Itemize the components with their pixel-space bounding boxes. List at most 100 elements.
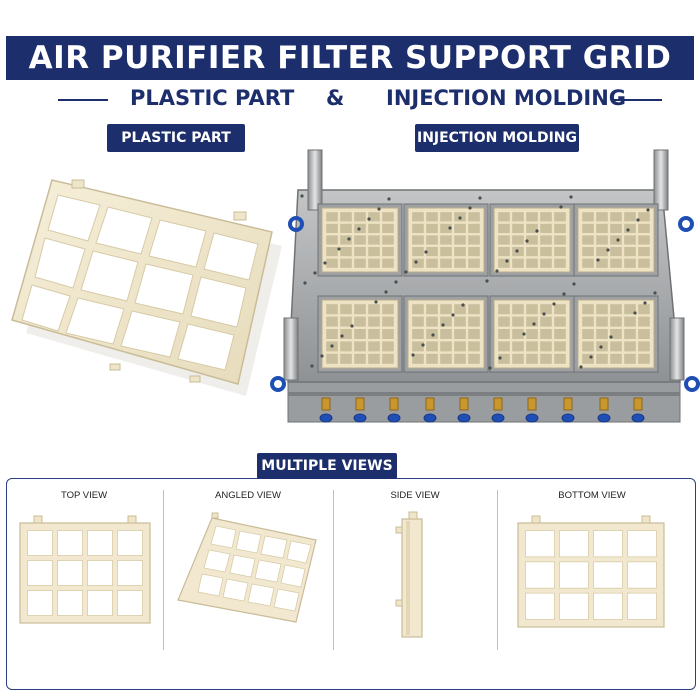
water-fitting bbox=[353, 397, 367, 423]
bolt-hole bbox=[485, 279, 489, 283]
bottom-view-grid bbox=[517, 515, 665, 628]
bolt-hole bbox=[589, 355, 593, 359]
water-fitting bbox=[491, 397, 505, 423]
bolt-hole bbox=[599, 345, 603, 349]
water-fitting bbox=[387, 397, 401, 423]
bolt-hole bbox=[532, 322, 536, 326]
bolt-hole bbox=[468, 206, 472, 210]
bolt-hole bbox=[606, 248, 610, 252]
injection-molding-label-text: INJECTION MOLDING bbox=[416, 130, 577, 146]
mold-cavity bbox=[489, 203, 575, 277]
bolt-hole bbox=[448, 226, 452, 230]
bolt-hole bbox=[643, 301, 647, 305]
bolt-hole bbox=[394, 280, 398, 284]
bolt-hole bbox=[562, 292, 566, 296]
bolt-hole bbox=[323, 261, 327, 265]
water-fitting bbox=[423, 397, 437, 423]
bolt-hole bbox=[616, 238, 620, 242]
view-label-top: TOP VIEW bbox=[60, 490, 108, 501]
bolt-hole bbox=[522, 332, 526, 336]
view-label-bottom: BOTTOM VIEW bbox=[558, 490, 626, 501]
water-fitting bbox=[525, 397, 539, 423]
bolt-hole bbox=[424, 250, 428, 254]
view-label-angled: ANGLED VIEW bbox=[215, 490, 281, 501]
bolt-hole bbox=[357, 227, 361, 231]
multiple-views-label-text: MULTIPLE VIEWS bbox=[261, 458, 393, 474]
subtitle-rule-left bbox=[58, 99, 108, 101]
bolt-hole bbox=[646, 208, 650, 212]
subtitle-rule-right bbox=[612, 99, 662, 101]
bolt-hole bbox=[653, 291, 657, 295]
bolt-hole bbox=[411, 353, 415, 357]
bolt-hole bbox=[488, 366, 492, 370]
bolt-hole bbox=[525, 239, 529, 243]
bolt-hole bbox=[495, 269, 499, 273]
plastic-part-label: PLASTIC PART bbox=[107, 124, 245, 152]
mold-cavity bbox=[317, 203, 403, 277]
subtitle-injection-molding: INJECTION MOLDING bbox=[386, 86, 627, 110]
bolt-hole bbox=[636, 218, 640, 222]
water-fitting bbox=[319, 397, 333, 423]
view-divider bbox=[163, 490, 164, 650]
bolt-hole bbox=[367, 217, 371, 221]
injection-molding-label: INJECTION MOLDING bbox=[415, 124, 579, 152]
bolt-hole bbox=[414, 260, 418, 264]
water-fitting bbox=[597, 397, 611, 423]
bolt-hole bbox=[300, 194, 304, 198]
bolt-hole bbox=[579, 365, 583, 369]
mold-cavity bbox=[403, 203, 489, 277]
bolt-hole bbox=[535, 229, 539, 233]
bolt-hole bbox=[431, 333, 435, 337]
top-view-grid bbox=[19, 515, 151, 624]
bolt-hole bbox=[347, 237, 351, 241]
water-fitting bbox=[631, 397, 645, 423]
bolt-hole bbox=[384, 290, 388, 294]
bolt-hole bbox=[320, 354, 324, 358]
bolt-hole bbox=[340, 334, 344, 338]
bolt-hole bbox=[421, 343, 425, 347]
subtitle-row: PLASTIC PART & INJECTION MOLDING bbox=[0, 84, 700, 114]
bolt-hole bbox=[451, 313, 455, 317]
bolt-hole bbox=[404, 270, 408, 274]
water-fitting bbox=[457, 397, 471, 423]
bolt-hole bbox=[596, 258, 600, 262]
bolt-hole bbox=[310, 364, 314, 368]
bolt-hole bbox=[387, 197, 391, 201]
bolt-hole bbox=[559, 205, 563, 209]
bolt-hole bbox=[569, 195, 573, 199]
bolt-hole bbox=[572, 282, 576, 286]
side-view-profile bbox=[395, 511, 423, 638]
bolt-hole bbox=[377, 207, 381, 211]
view-label-side: SIDE VIEW bbox=[390, 490, 440, 501]
bolt-hole bbox=[609, 335, 613, 339]
page-title: AIR PURIFIER FILTER SUPPORT GRID bbox=[28, 40, 672, 76]
bolt-hole bbox=[337, 247, 341, 251]
bolt-hole bbox=[330, 344, 334, 348]
mold-cavity bbox=[573, 203, 659, 277]
title-banner: AIR PURIFIER FILTER SUPPORT GRID bbox=[6, 36, 694, 80]
bolt-hole bbox=[498, 356, 502, 360]
bolt-hole bbox=[303, 281, 307, 285]
bolt-hole bbox=[478, 196, 482, 200]
bolt-hole bbox=[350, 324, 354, 328]
bolt-hole bbox=[515, 249, 519, 253]
plastic-part-label-text: PLASTIC PART bbox=[121, 130, 231, 146]
water-fitting bbox=[561, 397, 575, 423]
bolt-hole bbox=[552, 302, 556, 306]
multiple-views-label: MULTIPLE VIEWS bbox=[257, 453, 397, 479]
angled-view-grid bbox=[177, 512, 317, 623]
bolt-hole bbox=[633, 311, 637, 315]
bolt-hole bbox=[505, 259, 509, 263]
mold-cavity bbox=[317, 295, 403, 373]
bolt-hole bbox=[626, 228, 630, 232]
subtitle-plastic-part: PLASTIC PART bbox=[130, 86, 295, 110]
bolt-hole bbox=[374, 300, 378, 304]
subtitle-ampersand: & bbox=[326, 86, 345, 110]
bolt-hole bbox=[441, 323, 445, 327]
bolt-hole bbox=[458, 216, 462, 220]
view-divider bbox=[497, 490, 498, 650]
mold-cavity bbox=[489, 295, 575, 373]
